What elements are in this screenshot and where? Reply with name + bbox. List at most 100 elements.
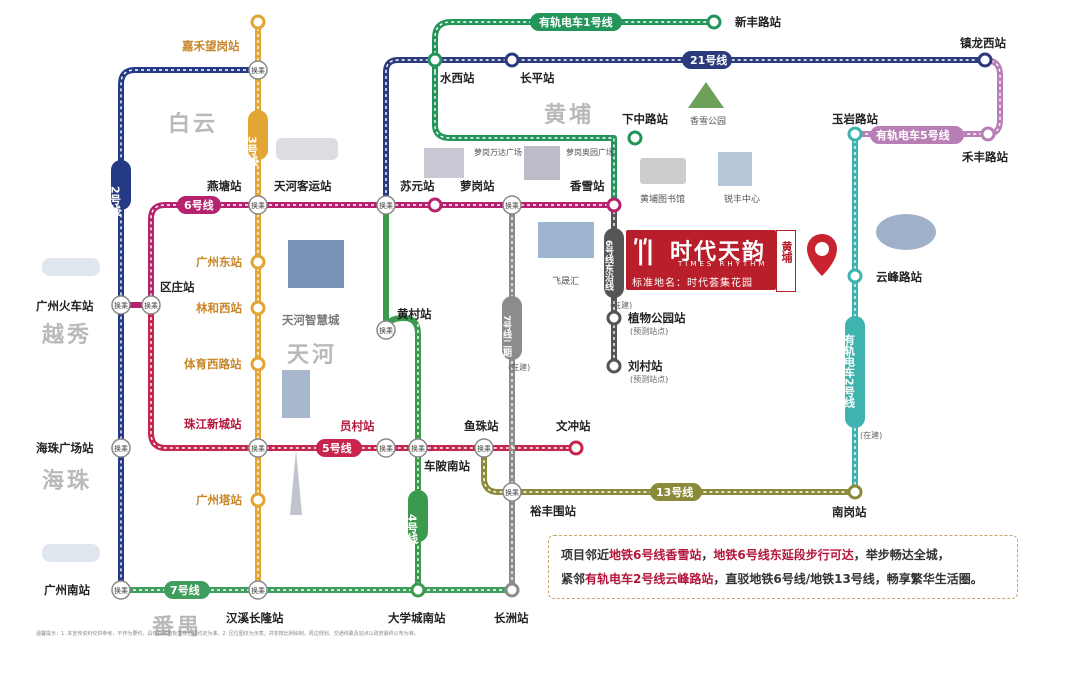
- info-text: 项目邻近: [561, 548, 610, 562]
- station-zhiwugongyuan: 植物公园站: [627, 311, 686, 325]
- station-dot-yunfenglu: [847, 268, 863, 284]
- station-dot-changping: [504, 52, 520, 68]
- tag-3: 3号线: [246, 110, 268, 166]
- station-yuancun: 员村站: [340, 419, 375, 433]
- station-dot-shuixi: [427, 52, 443, 68]
- transfer-label: 换乘: [251, 444, 265, 453]
- svg-text:天河智慧城: 天河智慧城: [282, 313, 340, 327]
- transfer-label: 换乘: [251, 66, 265, 75]
- landmark-tianhezhihuicheng: 天河智慧城: [282, 240, 344, 327]
- transfer-label: 换乘: [114, 301, 128, 310]
- transfer-suyuan: [376, 195, 396, 215]
- transfer-label: 换乘: [379, 201, 393, 210]
- tram2-note: (在建): [860, 430, 882, 440]
- info-line-1: 项目邻近地铁6号线香雪站，地铁6号线东延段步行可达，举步畅达全城，: [561, 546, 950, 563]
- district-yuexiu: 越秀: [41, 323, 92, 348]
- station-hanxichanglong: 汉溪长隆站: [226, 611, 284, 625]
- line-tram1: [432, 19, 717, 75]
- station-jiahewanggang: 嘉禾望岗站: [181, 39, 240, 53]
- station-dot-guangzhouta: [250, 492, 266, 508]
- transfer-yuzhu: [474, 438, 494, 458]
- landmark-xiangxuegongyuan: 香雪公园: [688, 82, 726, 127]
- station-yufengwei: 裕丰围站: [529, 504, 576, 518]
- tag-7b: 7号线二期: [501, 296, 522, 360]
- transfer-label: 换乘: [144, 301, 158, 310]
- tag-tram1: 有轨电车1号线: [530, 13, 622, 31]
- landmark-train-icon: [42, 258, 100, 562]
- transfer-yufengwei: [502, 482, 522, 502]
- svg-text:7号线: 7号线: [170, 583, 200, 597]
- l6ext-note: (在建): [610, 300, 632, 310]
- tag-21: 21号线: [682, 51, 732, 69]
- brand-name: 时代天韵: [670, 240, 767, 265]
- info-highlight: 地铁6号线香雪站: [609, 548, 702, 562]
- station-guangzhouta: 广州塔站: [196, 493, 242, 507]
- station-zhujiangxincheng: 珠江新城站: [184, 417, 242, 431]
- svg-text:萝岗万达广场: 萝岗万达广场: [474, 147, 522, 157]
- station-yantang: 燕塘站: [207, 179, 242, 193]
- landmark-stadium-icon: [876, 214, 936, 250]
- transfer-yantang: [248, 195, 268, 215]
- landmark-huangputushuguan: 黄埔图书馆: [640, 158, 686, 205]
- transfer-label: 换乘: [251, 201, 265, 210]
- station-liucun-note: (预测站点): [630, 374, 668, 384]
- station-dot-zhenlongxi: [977, 52, 993, 68]
- station-daxuechengnan: 大学城南站: [388, 611, 446, 625]
- district-huangpu: 黄埔: [544, 102, 594, 128]
- station-dot-hefenglu: [980, 126, 996, 142]
- landmark-feiyuehui: 飞晟汇: [538, 222, 594, 287]
- landmark-tower-icon: [282, 370, 310, 515]
- station-tianhekeyun: 天河客运站: [274, 179, 332, 193]
- landmark-luogangwanda: 萝岗万达广场: [424, 147, 522, 178]
- station-wenchong: 文冲站: [556, 419, 591, 433]
- brand-subtitle: 标准地名：时代荟集花园: [632, 278, 753, 289]
- info-highlight: 步行可达: [805, 548, 854, 562]
- station-qiuzhuang: 区庄站: [160, 280, 195, 294]
- tag-13: 13号线: [650, 483, 702, 501]
- info-highlight: 有轨电车2号线云峰路站: [585, 572, 714, 586]
- station-dot-nangang: [847, 484, 863, 500]
- disclaimer-text: 温馨提示：1. 本宣传资料仅供参考，不作为要约，具体以政府批复及合同约定为准。2…: [36, 631, 419, 637]
- station-yuzhu: 鱼珠站: [464, 419, 499, 433]
- station-chebeinan: 车陂南站: [424, 459, 470, 473]
- station-haizhuguangchang: 海珠广场站: [36, 441, 94, 455]
- tag-tram2: 有轨电车2号线: [843, 316, 865, 428]
- transfer-label: 换乘: [114, 444, 128, 453]
- svg-text:锐丰中心: 锐丰中心: [724, 193, 760, 205]
- info-text: ，直驳地铁6号线/地铁13号线，畅享繁华生活圈。: [713, 572, 983, 586]
- brand-block: ʹ|ʹ| 时代天韵 TIMES RHYTHM 标准地名：时代荟集花园: [626, 230, 776, 290]
- station-luogang: 萝岗站: [460, 179, 495, 193]
- landmark-bus-icon: [276, 138, 338, 160]
- transfer-luogang: [502, 195, 522, 215]
- transfer-label: 换乘: [114, 586, 128, 595]
- station-xiangxue: 香雪站: [569, 179, 605, 193]
- transfer-label: 换乘: [379, 444, 393, 453]
- brand-english-name: TIMES RHYTHM: [678, 260, 768, 268]
- station-dot-suyuan: [427, 197, 443, 213]
- line-2: [118, 67, 261, 593]
- svg-text:5号线: 5号线: [322, 441, 352, 455]
- station-dot-daxuechengnan: [410, 582, 426, 598]
- station-guangzhoudong: 广州东站: [196, 255, 242, 269]
- location-pin-icon: [807, 234, 837, 276]
- station-tiyuxilu: 体育西路站: [184, 357, 242, 371]
- station-changzhou: 长洲站: [494, 611, 529, 625]
- station-guangzhounan: 广州南站: [44, 583, 90, 597]
- info-text: ，举步畅达全城，: [853, 548, 950, 562]
- info-text: 紧邻: [561, 572, 586, 586]
- district-tianhe: 天河: [287, 343, 337, 368]
- transfer-hanxichanglong: [248, 580, 268, 600]
- station-zhiwugongyuan-note: (预测站点): [630, 326, 668, 336]
- tag-tram5: 有轨电车5号线: [870, 126, 964, 144]
- svg-text:7号线二期: 7号线二期: [501, 315, 512, 358]
- landmark-ruifeng: 锐丰中心: [718, 152, 760, 205]
- tag-7: 7号线: [164, 581, 210, 599]
- station-changping: 长平站: [520, 71, 555, 85]
- station-dot-liucun: [606, 358, 622, 374]
- station-zhenlongxi: 镇龙西站: [960, 36, 1006, 50]
- svg-text:2号线: 2号线: [109, 186, 122, 216]
- tag-6: 6号线: [177, 196, 221, 214]
- transfer-label: 换乘: [505, 488, 519, 497]
- station-dot-xinfenglu: [706, 14, 722, 30]
